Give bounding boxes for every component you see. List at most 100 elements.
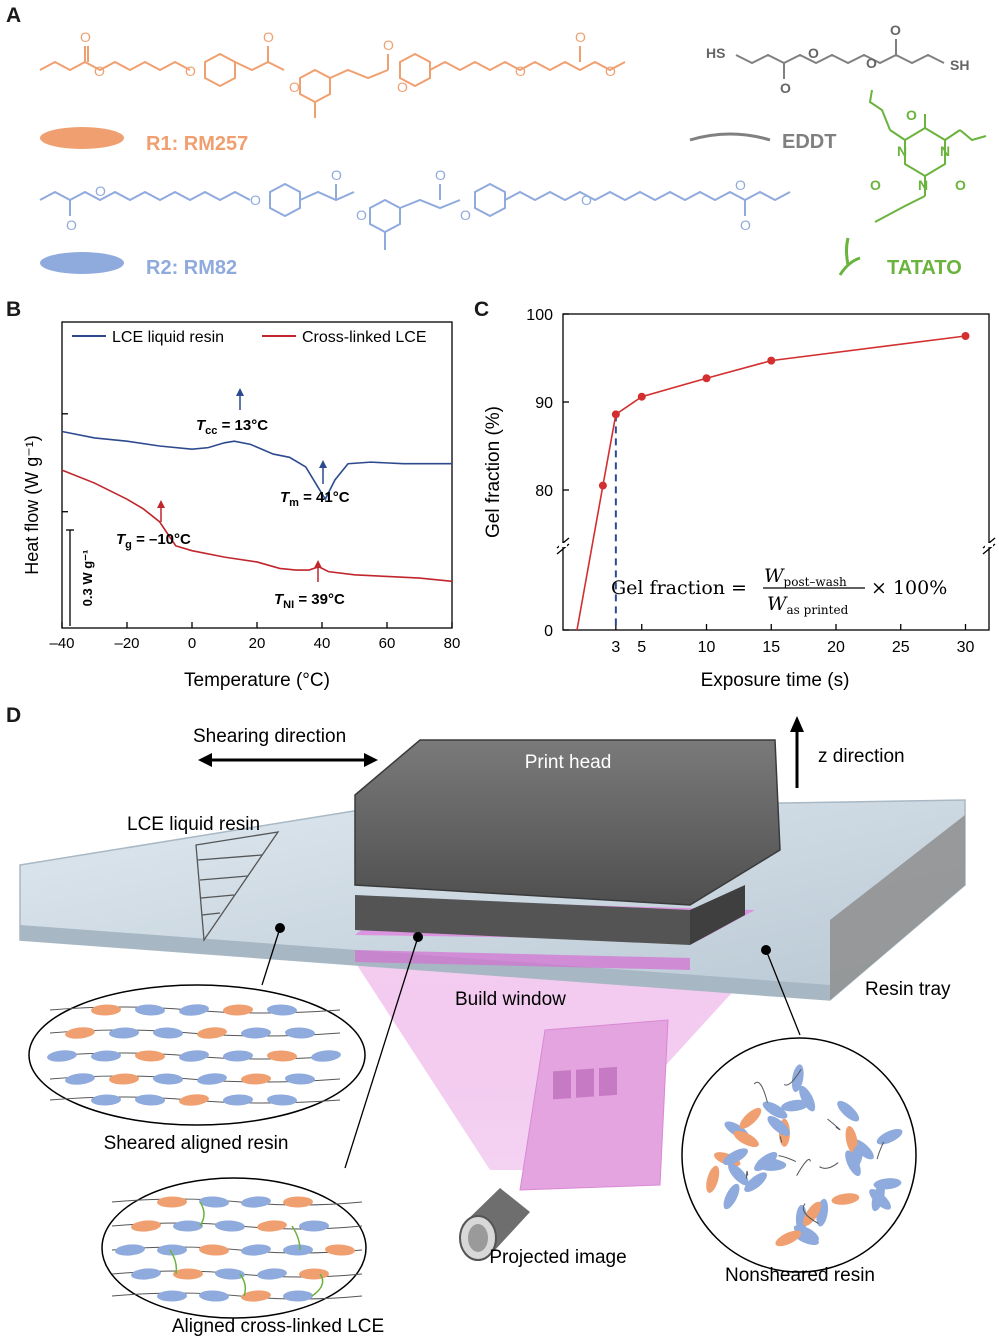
mesogen — [706, 1165, 720, 1193]
mesogen — [47, 1050, 77, 1062]
mesogen — [135, 1004, 165, 1016]
atom-o: O — [80, 29, 91, 45]
print-head-label: Print head — [525, 752, 612, 773]
mesogen — [837, 1100, 860, 1122]
mesogen — [199, 1196, 229, 1208]
dsc-chart: LCE liquid resin Cross-linked LCE –40–20… — [22, 321, 461, 691]
atom-n: N — [918, 177, 928, 193]
atom-o: O — [890, 22, 901, 38]
mesogen — [739, 1107, 762, 1129]
rm82-label: R2: RM82 — [146, 257, 237, 279]
mesogen — [267, 1004, 297, 1016]
dsc-ylabel: Heat flow (W g⁻¹) — [22, 435, 42, 575]
chain — [753, 1081, 768, 1103]
tg-annotation: Tg = –10°C — [116, 531, 191, 551]
x-tick-label: 80 — [444, 635, 461, 652]
x-tick-label: 15 — [762, 639, 780, 656]
resin-tray-label: Resin tray — [865, 979, 951, 1000]
tm-annotation: Tm = 41°C — [280, 489, 350, 509]
atom-o: O — [460, 207, 471, 223]
mesogen — [223, 1050, 253, 1062]
legend-text-crosslinked: Cross-linked LCE — [302, 329, 426, 346]
atom-o: O — [356, 207, 367, 223]
mesogen — [283, 1244, 313, 1256]
mesogen — [109, 1027, 139, 1039]
svg-text:× 100%: × 100% — [871, 577, 947, 599]
chain — [779, 1136, 783, 1143]
mesogen — [299, 1220, 329, 1232]
printing-schematic: Shearing direction z direction Print hea… — [19, 716, 966, 1337]
chain — [796, 1158, 811, 1176]
crosslink — [291, 1225, 301, 1251]
atom-o: O — [575, 29, 586, 45]
atom-o: O — [780, 80, 791, 96]
mesogen — [215, 1268, 245, 1280]
x-tick-label: 60 — [379, 635, 396, 652]
y-tick-label: 0 — [544, 623, 553, 640]
mesogen — [199, 1244, 229, 1256]
tni-annotation: TNI = 39°C — [274, 591, 345, 611]
atom-o: O — [331, 167, 342, 183]
atom-o: O — [250, 192, 261, 208]
x-tick-label: –40 — [49, 635, 74, 652]
aligned-lce-circle — [101, 1177, 367, 1319]
chain — [778, 1155, 797, 1163]
mesogen — [283, 1196, 313, 1208]
panel-letter-b: B — [6, 298, 22, 321]
mesogen — [257, 1220, 287, 1232]
nonsheared-resin-label: Nonsheared resin — [725, 1265, 875, 1286]
atom-n: N — [897, 143, 907, 159]
print-head — [354, 739, 781, 906]
atom-n: N — [940, 143, 950, 159]
atom-o: O — [289, 79, 300, 95]
chain — [827, 1118, 841, 1131]
svg-text:Gel fraction =: Gel fraction = — [611, 577, 747, 599]
mesogen — [115, 1244, 145, 1256]
mesogen — [91, 1050, 121, 1062]
mesogen — [722, 1148, 748, 1166]
mesogen — [157, 1244, 187, 1256]
scale-bar-label: 0.3 W g⁻¹ — [80, 550, 95, 607]
mesogen — [311, 1050, 341, 1062]
mesogen — [179, 1050, 209, 1062]
mesogen — [65, 1073, 95, 1085]
atom-o: O — [955, 177, 966, 193]
mesogen — [223, 1094, 253, 1106]
mesogen — [135, 1050, 165, 1062]
atom-sh: SH — [950, 57, 969, 73]
chain — [802, 1203, 819, 1224]
shearing-direction-label: Shearing direction — [193, 726, 346, 747]
mesogen — [733, 1130, 759, 1148]
atom-hs: HS — [706, 45, 725, 61]
chain — [819, 1162, 839, 1169]
atom-o: O — [66, 217, 77, 233]
mesogen — [153, 1027, 183, 1039]
mesogen — [869, 1188, 891, 1210]
x-tick-label: 25 — [892, 639, 910, 656]
x-tick-label: 0 — [188, 635, 196, 652]
mesogen — [131, 1268, 161, 1280]
rm257-structure — [39, 46, 626, 118]
mesogen — [91, 1094, 121, 1106]
mesogen — [267, 1094, 297, 1106]
mesogen — [845, 1126, 858, 1154]
crosslink — [239, 1273, 247, 1297]
panel-a-structures: O O O O O O O O O O HS SH O O O O R1: RM… — [39, 22, 987, 279]
atom-o: O — [397, 79, 408, 95]
mesogen — [799, 1085, 816, 1112]
mesogen — [197, 1027, 227, 1039]
x-tick-label: 40 — [314, 635, 331, 652]
atom-o: O — [740, 217, 751, 233]
mesogen — [179, 1094, 209, 1106]
tatato-structure — [868, 89, 987, 223]
dsc-series-crosslinked — [61, 469, 453, 583]
mesogen — [781, 1099, 809, 1112]
chain — [876, 1141, 885, 1160]
mesogen — [803, 1201, 822, 1226]
mesogen — [241, 1290, 271, 1302]
gel-ylabel: Gel fraction (%) — [483, 406, 504, 538]
mesogen — [723, 1183, 740, 1210]
atom-o: O — [515, 63, 526, 79]
atom-o: O — [605, 63, 616, 79]
mesogen — [197, 1073, 227, 1085]
